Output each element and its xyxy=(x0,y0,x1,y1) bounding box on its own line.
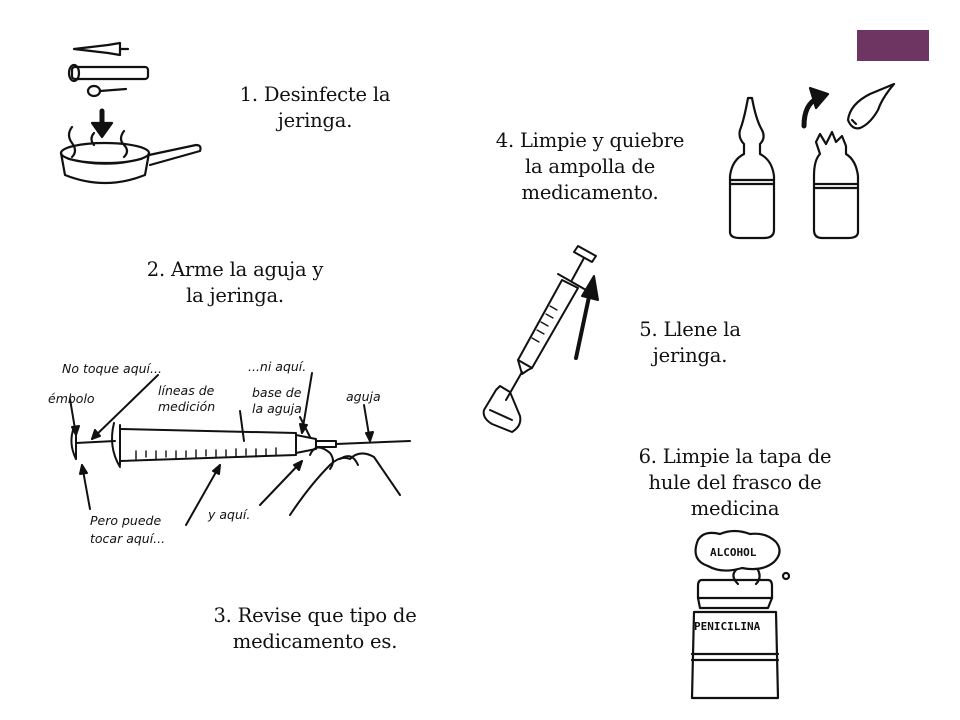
alcohol-cotton-icon xyxy=(694,529,781,572)
label-ni-aqui: ...ni aquí. xyxy=(248,359,306,374)
labeled-syringe-illustration: No toque aquí... ...ni aquí. émbolo líne… xyxy=(48,359,411,546)
arrow-down-icon xyxy=(90,121,114,139)
curved-arrow-icon xyxy=(808,86,830,110)
disinfect-pan-illustration xyxy=(59,41,202,185)
plunger-part-icon xyxy=(86,84,102,98)
arrow-up-icon xyxy=(581,275,599,301)
needle-part-icon xyxy=(72,41,122,57)
bottle-cap-icon xyxy=(696,578,774,600)
label-embolo: émbolo xyxy=(48,391,95,406)
ampoule-broken-icon xyxy=(812,130,860,240)
label-base-2: la aguja xyxy=(252,401,302,416)
label-no-toque: No toque aquí... xyxy=(62,361,162,376)
ampoule-illustration xyxy=(728,82,896,240)
label-y-aqui: y aquí. xyxy=(207,507,250,522)
ampoule-tip-icon xyxy=(846,82,896,130)
label-alcohol: ALCOHOL xyxy=(710,546,757,559)
fill-syringe-illustration xyxy=(482,245,599,433)
accent-box xyxy=(857,30,929,61)
label-pero-2: tocar aquí... xyxy=(90,531,165,546)
syringe-barrel-icon xyxy=(517,279,579,369)
label-pero-1: Pero puede xyxy=(90,513,161,528)
label-lineas-1: líneas de xyxy=(158,383,215,398)
ampoule-intact-icon xyxy=(728,96,776,240)
barrel-part-icon xyxy=(70,65,150,81)
label-penicilina: PENICILINA xyxy=(694,620,761,633)
bottle-illustration: ALCOHOL PENICILINA xyxy=(690,529,790,700)
bottle-body-icon xyxy=(690,610,780,700)
small-ampoule-icon xyxy=(482,385,522,433)
label-aguja: aguja xyxy=(346,389,381,404)
label-base-1: base de xyxy=(252,385,302,400)
label-lineas-2: medición xyxy=(158,399,215,414)
